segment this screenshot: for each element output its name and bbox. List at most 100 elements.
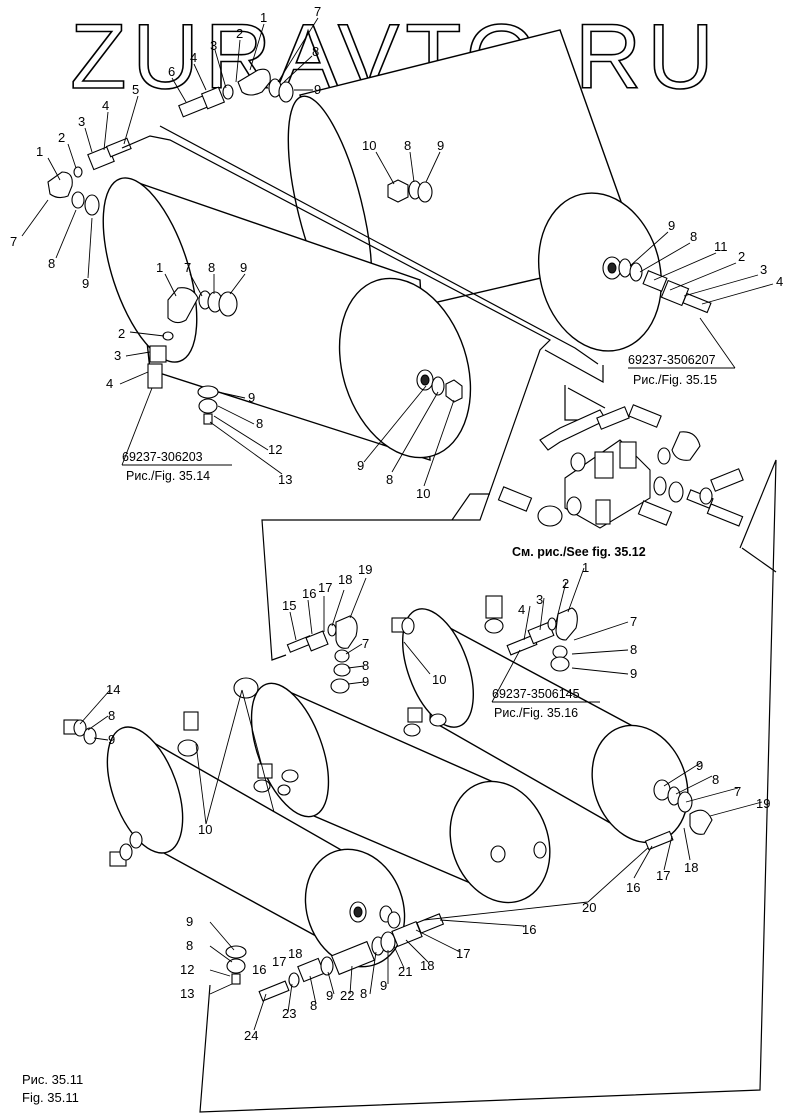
- callout-label: 22: [340, 988, 354, 1003]
- callout-label: 3: [536, 592, 543, 607]
- callout-label: 8: [712, 772, 719, 787]
- callout-label: 9: [108, 732, 115, 747]
- callout-label: 15: [282, 598, 296, 613]
- callout-label: 2: [118, 326, 125, 341]
- tank-bottom-left: [106, 677, 406, 968]
- ref-35-16-code: 69237-3506145: [492, 687, 580, 701]
- callout-label: 9: [186, 914, 193, 929]
- callout-label: 8: [48, 256, 55, 271]
- callout-label: 19: [756, 796, 770, 811]
- callout-label: 10: [416, 486, 430, 501]
- callout-label: 8: [362, 658, 369, 673]
- ref-35-12-fig: См. рис./See fig. 35.12: [512, 545, 646, 559]
- callout-label: 4: [776, 274, 783, 289]
- ref-35-15-code: 69237-3506207: [628, 353, 716, 367]
- callout-label: 8: [310, 998, 317, 1013]
- fitting-top-left-group: [47, 137, 132, 216]
- callout-label: 1: [582, 560, 589, 575]
- ref-35-16-fig: Рис./Fig. 35.16: [494, 706, 578, 720]
- callout-label: 12: [180, 962, 194, 977]
- callout-label: 3: [760, 262, 767, 277]
- callout-label: 3: [114, 348, 121, 363]
- callout-label: 18: [684, 860, 698, 875]
- callout-label: 8: [690, 229, 697, 244]
- callout-label: 8: [312, 44, 319, 59]
- callout-label: 12: [268, 442, 282, 457]
- callout-label: 17: [318, 580, 332, 595]
- callout-label: 23: [282, 1006, 296, 1021]
- callout-label: 9: [314, 82, 321, 97]
- fitting-b1-group: [286, 615, 358, 694]
- fitting-bottom-stack: [225, 913, 445, 1002]
- tank-top-right: [287, 29, 663, 352]
- callout-label: 2: [236, 26, 243, 41]
- ref-35-14-code: 69237-306203: [122, 450, 203, 464]
- ref-lines: [121, 317, 736, 703]
- callout-label: 8: [186, 938, 193, 953]
- callout-label: 2: [58, 130, 65, 145]
- callout-label: 18: [338, 572, 352, 587]
- callout-label: 7: [734, 784, 741, 799]
- callout-label: 17: [456, 946, 470, 961]
- callout-label: 18: [420, 958, 434, 973]
- callout-label: 5: [132, 82, 139, 97]
- fitting-b3-group: [63, 719, 97, 745]
- callout-label: 11: [714, 239, 728, 254]
- callout-label: 1: [156, 260, 163, 275]
- callout-label: 9: [326, 988, 333, 1003]
- callout-label: 10: [432, 672, 446, 687]
- callout-label: 17: [656, 868, 670, 883]
- callout-label: 20: [582, 900, 596, 915]
- callout-label: 7: [10, 234, 17, 249]
- callout-label: 3: [210, 38, 217, 53]
- ref-35-15-fig: Рис./Fig. 35.15: [633, 373, 717, 387]
- callout-label: 1: [36, 144, 43, 159]
- callout-label: 16: [626, 880, 640, 895]
- callout-label: 9: [248, 390, 255, 405]
- figure-caption-ru: Рис. 35.11: [22, 1072, 83, 1087]
- callout-label: 8: [404, 138, 411, 153]
- callout-label: 2: [562, 576, 569, 591]
- callout-label: 7: [184, 260, 191, 275]
- fitting-top-group: [178, 68, 294, 118]
- callout-label: 17: [272, 954, 286, 969]
- tank-middle-left: [102, 177, 472, 461]
- tank-bottom-middle: [250, 682, 551, 904]
- callout-label: 9: [696, 758, 703, 773]
- callout-label: 7: [630, 614, 637, 629]
- callout-label: 10: [198, 822, 212, 837]
- figure-caption-en: Fig. 35.11: [22, 1090, 79, 1105]
- callout-label: 4: [518, 602, 525, 617]
- valve-block: [497, 404, 744, 529]
- callout-label: 9: [380, 978, 387, 993]
- callout-label: 7: [314, 4, 321, 19]
- callout-label: 8: [256, 416, 263, 431]
- callout-label: 9: [357, 458, 364, 473]
- callout-label: 9: [630, 666, 637, 681]
- callout-label: 9: [668, 218, 675, 233]
- leader-lines: [21, 17, 774, 1031]
- callout-label: 13: [180, 986, 194, 1001]
- callout-label: 2: [738, 249, 745, 264]
- callout-label: 7: [362, 636, 369, 651]
- fitting-top-right-outlet: [618, 258, 712, 314]
- callout-label: 3: [78, 114, 85, 129]
- callout-label: 24: [244, 1028, 258, 1043]
- callout-label: 8: [630, 642, 637, 657]
- callout-label: 13: [278, 472, 292, 487]
- callout-label: 9: [240, 260, 247, 275]
- callout-label: 1: [260, 10, 267, 25]
- pipe-lines: [121, 125, 777, 1113]
- callout-label: 4: [106, 376, 113, 391]
- callout-label: 8: [386, 472, 393, 487]
- callout-label: 9: [437, 138, 444, 153]
- callout-label: 8: [208, 260, 215, 275]
- callout-label: 16: [302, 586, 316, 601]
- callout-label: 21: [398, 964, 412, 979]
- callout-label: 10: [362, 138, 376, 153]
- callout-label: 18: [288, 946, 302, 961]
- fitting-b2-group: [391, 607, 578, 672]
- callout-label: 9: [362, 674, 369, 689]
- callout-label: 4: [102, 98, 109, 113]
